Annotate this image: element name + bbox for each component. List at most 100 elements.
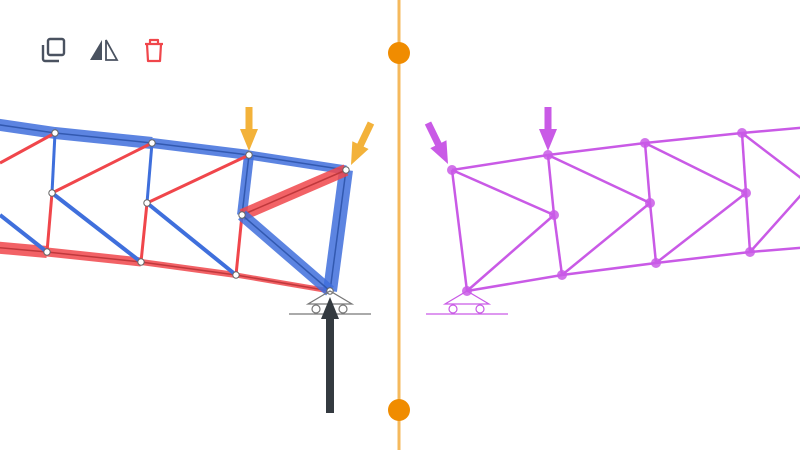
truss-member[interactable]: [145, 142, 154, 204]
truss-node[interactable]: [640, 138, 650, 148]
divider-handle-top[interactable]: [388, 42, 410, 64]
truss-node[interactable]: [745, 247, 755, 257]
truss-member[interactable]: [146, 153, 250, 205]
truss-node[interactable]: [137, 258, 145, 266]
member-centerline: [151, 142, 250, 156]
truss-member[interactable]: [235, 272, 331, 294]
reaction-arrow-icon[interactable]: [321, 297, 339, 413]
truss-member[interactable]: [644, 131, 743, 145]
truss-member[interactable]: [744, 192, 752, 253]
force-result-truss: [0, 118, 371, 315]
member-centerline: [0, 124, 56, 134]
support-wheel: [311, 304, 321, 314]
truss-member[interactable]: [740, 132, 748, 194]
truss-member[interactable]: [552, 214, 564, 276]
truss-member[interactable]: [644, 141, 747, 195]
flip-horizontal-icon: [90, 39, 119, 61]
truss-member[interactable]: [0, 241, 48, 258]
mirror-button[interactable]: [89, 36, 119, 64]
truss-member[interactable]: [648, 202, 658, 264]
truss-member[interactable]: [145, 201, 238, 277]
truss-member[interactable]: [45, 192, 54, 253]
truss-member[interactable]: [749, 246, 800, 254]
load-arrow-icon[interactable]: [351, 121, 375, 165]
truss-node[interactable]: [447, 165, 457, 175]
support-triangle: [442, 290, 492, 305]
truss-node[interactable]: [741, 188, 751, 198]
truss-member[interactable]: [0, 213, 49, 254]
truss-node[interactable]: [43, 248, 51, 256]
truss-node[interactable]: [645, 198, 655, 208]
truss-member[interactable]: [139, 202, 149, 263]
truss-member[interactable]: [0, 118, 56, 139]
truss-member[interactable]: [561, 202, 651, 276]
truss-node[interactable]: [48, 189, 56, 197]
truss-node[interactable]: [148, 139, 156, 147]
truss-member[interactable]: [466, 273, 563, 293]
member-centerline: [241, 169, 347, 216]
truss-node[interactable]: [342, 166, 350, 174]
truss-node[interactable]: [737, 128, 747, 138]
member-centerline: [235, 274, 331, 292]
truss-member[interactable]: [140, 259, 237, 278]
divider-handle-bottom[interactable]: [388, 399, 410, 421]
member-band: [234, 214, 244, 276]
member-band: [0, 131, 56, 165]
truss-member[interactable]: [749, 185, 800, 253]
truss-member[interactable]: [323, 169, 353, 292]
truss-member[interactable]: [50, 132, 57, 194]
truss-node[interactable]: [143, 199, 151, 207]
member-centerline: [0, 247, 48, 253]
load-arrow-icon[interactable]: [240, 107, 258, 151]
truss-member[interactable]: [54, 127, 153, 149]
truss-member[interactable]: [561, 261, 657, 277]
member-band: [0, 213, 49, 254]
copy-icon: [41, 37, 66, 63]
support-wheel: [475, 304, 485, 314]
trash-icon: [145, 38, 163, 63]
truss-node[interactable]: [543, 150, 553, 160]
truss-member[interactable]: [50, 191, 143, 264]
delete-button[interactable]: [140, 36, 168, 64]
truss-member[interactable]: [546, 154, 556, 216]
truss-member[interactable]: [0, 131, 56, 165]
truss-member[interactable]: [655, 192, 747, 264]
member-band: [139, 202, 149, 263]
truss-node[interactable]: [51, 129, 59, 137]
member-centerline: [241, 154, 250, 216]
truss-node[interactable]: [245, 151, 253, 159]
truss-node[interactable]: [557, 270, 567, 280]
geometry-truss: [426, 126, 800, 315]
truss-node[interactable]: [232, 271, 240, 279]
overlay-layer: [240, 0, 557, 450]
truss-node[interactable]: [549, 210, 559, 220]
truss-member[interactable]: [238, 210, 334, 296]
truss-member[interactable]: [655, 250, 751, 265]
truss-member[interactable]: [248, 150, 347, 175]
truss-member[interactable]: [547, 141, 646, 157]
truss-member[interactable]: [237, 154, 254, 216]
truss-member[interactable]: [643, 142, 652, 204]
support-wheel: [338, 304, 348, 314]
load-arrow-icon[interactable]: [539, 107, 557, 151]
truss-member[interactable]: [450, 169, 469, 292]
truss-member[interactable]: [51, 141, 153, 195]
duplicate-button[interactable]: [39, 36, 67, 64]
truss-member[interactable]: [234, 214, 244, 276]
roller-support[interactable]: [426, 290, 508, 315]
truss-member[interactable]: [151, 138, 250, 160]
truss-node[interactable]: [238, 211, 246, 219]
truss-member[interactable]: [741, 132, 800, 185]
truss-member[interactable]: [451, 168, 555, 217]
truss-member[interactable]: [466, 214, 555, 292]
truss-member[interactable]: [547, 153, 651, 205]
truss-member[interactable]: [451, 153, 549, 172]
truss-member[interactable]: [46, 247, 142, 267]
load-arrow-icon[interactable]: [424, 121, 448, 164]
member-centerline: [46, 251, 142, 263]
member-band: [45, 192, 54, 253]
truss-member[interactable]: [741, 126, 800, 135]
truss-node[interactable]: [651, 258, 661, 268]
truss-member[interactable]: [239, 164, 349, 221]
